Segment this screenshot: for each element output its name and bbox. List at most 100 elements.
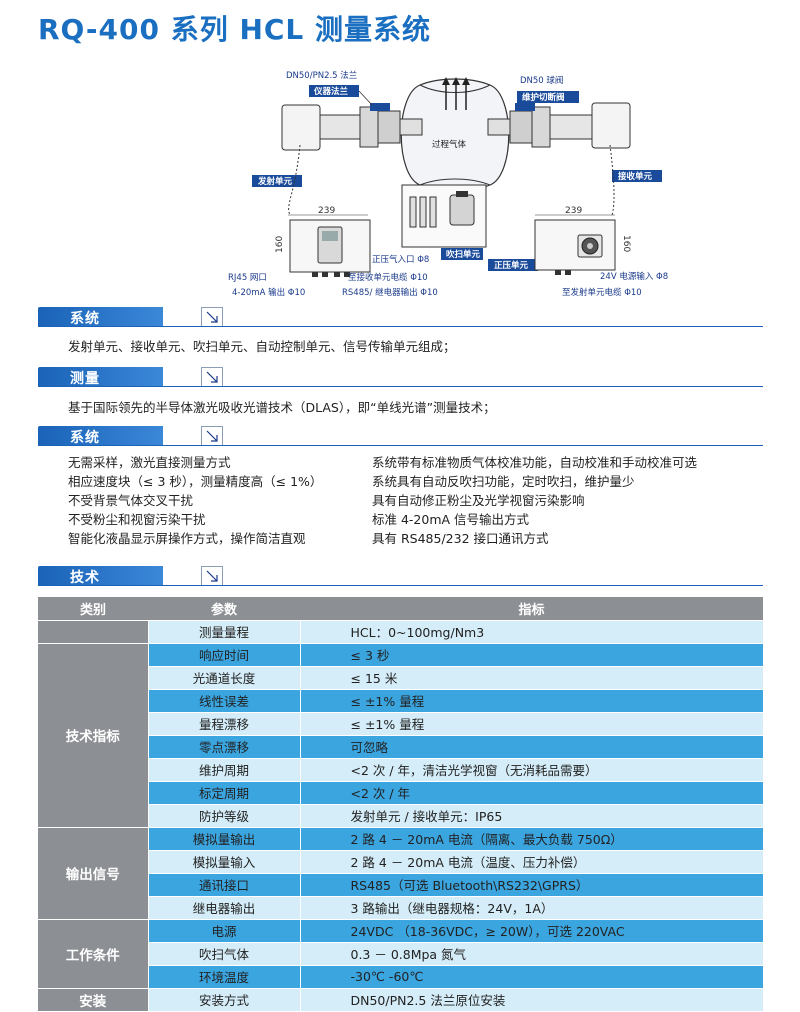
parameter-cell: 电源 bbox=[148, 919, 301, 943]
section-composition-title: 系统组成： bbox=[70, 311, 100, 367]
emitter-tag: 发射单元 bbox=[257, 176, 293, 187]
feature-item: 智能化液晶显示屏操作方式，操作简洁直观 bbox=[68, 531, 306, 546]
flange-label: DN50/PN2.5 法兰 bbox=[286, 70, 357, 81]
parameter-cell: 线性误差 bbox=[148, 689, 301, 713]
table-row: 环境温度-30℃ -60℃ bbox=[38, 965, 763, 989]
pressure-tag: 正压单元 bbox=[494, 260, 529, 271]
header-value: 指标 bbox=[300, 597, 763, 621]
feature-item: 系统带有标准物质气体校准功能，自动校准和手动校准可选 bbox=[372, 455, 698, 470]
purge-unit bbox=[401, 184, 487, 248]
dim-height-right: 160 bbox=[621, 235, 631, 252]
parameter-cell: 标定周期 bbox=[148, 781, 301, 805]
flange-tag: 仪器法兰 bbox=[313, 86, 349, 97]
system-diagram: 过程气体 DN50/PN2.5 法兰 仪器法兰 DN50 球阀 维护切断阀 bbox=[0, 55, 800, 300]
table-row: 维护周期<2 次 / 年，清洁光学视窗（无消耗品需要） bbox=[38, 758, 763, 782]
to-emitter-cable-label: 至发射单元电缆 Φ10 bbox=[562, 287, 642, 298]
header-parameter: 参数 bbox=[148, 597, 300, 621]
header-category: 类别 bbox=[38, 597, 148, 621]
arrow-icon bbox=[201, 307, 223, 327]
to-receiver-cable-label: 至接收单元电缆 Φ10 bbox=[348, 272, 428, 283]
value-cell: -30℃ -60℃ bbox=[300, 965, 763, 989]
value-cell: ≤ ±1% 量程 bbox=[300, 712, 763, 736]
value-cell: <2 次 / 年 bbox=[300, 781, 763, 805]
parameter-cell: 量程漂移 bbox=[148, 712, 301, 736]
category-cell: 输出信号 bbox=[38, 827, 149, 920]
parameter-cell: 模拟量输入 bbox=[148, 850, 301, 874]
feature-item: 具有自动修正粉尘及光学视窗污染影响 bbox=[372, 493, 585, 508]
emitter-head bbox=[281, 103, 423, 151]
value-cell: HCL：0~100mg/Nm3 bbox=[300, 620, 763, 644]
category-cell bbox=[38, 620, 149, 644]
table-row: 防护等级发射单元 / 接收单元：IP65 bbox=[38, 804, 763, 828]
gas-inlet-label: 正压气入口 Φ8 bbox=[372, 254, 429, 265]
value-cell: <2 次 / 年，清洁光学视窗（无消耗品需要） bbox=[300, 758, 763, 782]
dim-width-left: 239 bbox=[318, 206, 335, 216]
arrow-icon bbox=[201, 566, 223, 586]
parameter-cell: 环境温度 bbox=[148, 965, 301, 989]
feature-item: 不受粉尘和视窗污染干扰 bbox=[68, 512, 206, 527]
parameter-cell: 通讯接口 bbox=[148, 873, 301, 897]
parameter-cell: 响应时间 bbox=[148, 643, 301, 667]
purge-tag: 吹扫单元 bbox=[446, 249, 481, 260]
rs485-label: RS485/ 继电器输出 Φ10 bbox=[342, 287, 438, 298]
category-cell: 安装 bbox=[38, 988, 149, 1012]
parameter-cell: 吹扫气体 bbox=[148, 942, 301, 966]
power-in-label: 24V 电源输入 Φ8 bbox=[600, 271, 668, 282]
composition-text: 发射单元、接收单元、吹扫单元、自动控制单元、信号传输单元组成； bbox=[68, 339, 456, 354]
control-box-right: 239 160 bbox=[534, 206, 631, 275]
parameter-cell: 安装方式 bbox=[148, 988, 301, 1012]
control-box-left: 239 160 bbox=[275, 206, 371, 277]
value-cell: 可忽略 bbox=[300, 735, 763, 759]
value-cell: RS485（可选 Bluetooth\RS232\GPRS） bbox=[300, 873, 763, 897]
value-cell: ≤ 15 米 bbox=[300, 666, 763, 690]
value-cell: 发射单元 / 接收单元：IP65 bbox=[300, 804, 763, 828]
page-title: RQ-400 系列 HCL 测量系统 bbox=[38, 13, 432, 46]
table-row: 量程漂移≤ ±1% 量程 bbox=[38, 712, 763, 736]
features-right: 系统带有标准物质气体校准功能，自动校准和手动校准可选 系统具有自动反吹扫功能，定… bbox=[372, 453, 697, 548]
principle-text: 基于国际领先的半导体激光吸收光谱技术（DLAS），即“单线光谱”测量技术； bbox=[68, 400, 496, 415]
table-row: 标定周期<2 次 / 年 bbox=[38, 781, 763, 805]
parameter-cell: 光通道长度 bbox=[148, 666, 301, 690]
receiver-tag: 接收单元 bbox=[618, 171, 653, 182]
value-cell: ≤ 3 秒 bbox=[300, 643, 763, 667]
value-cell: 0.3 － 0.8Mpa 氮气 bbox=[300, 942, 763, 966]
feature-item: 不受背景气体交叉干扰 bbox=[68, 493, 194, 508]
category-cell: 工作条件 bbox=[38, 919, 149, 989]
feature-item: 无需采样，激光直接测量方式 bbox=[68, 455, 231, 470]
parameter-cell: 继电器输出 bbox=[148, 896, 301, 920]
section-principle-title: 测量原理： bbox=[70, 371, 100, 427]
table-row: 零点漂移可忽略 bbox=[38, 735, 763, 759]
table-header-row: 类别 参数 指标 bbox=[38, 597, 763, 621]
feature-item: 标准 4-20mA 信号输出方式 bbox=[372, 512, 530, 527]
section-features-title: 系统特点： bbox=[70, 430, 100, 486]
valve-tag: 维护切断阀 bbox=[522, 92, 565, 103]
feature-item: 具有 RS485/232 接口通讯方式 bbox=[372, 531, 549, 546]
parameter-cell: 模拟量输出 bbox=[148, 827, 301, 851]
table-row: 光通道长度≤ 15 米 bbox=[38, 666, 763, 690]
value-cell: ≤ ±1% 量程 bbox=[300, 689, 763, 713]
arrow-icon bbox=[201, 426, 223, 446]
arrow-icon bbox=[201, 367, 223, 387]
table-row: 线性误差≤ ±1% 量程 bbox=[38, 689, 763, 713]
process-gas-label: 过程气体 bbox=[432, 139, 467, 150]
value-cell: 3 路输出（继电器规格：24V，1A） bbox=[300, 896, 763, 920]
receiver-head bbox=[487, 102, 631, 149]
parameter-cell: 测量量程 bbox=[148, 620, 301, 644]
value-cell: 24VDC （18-36VDC，≥ 20W），可选 220VAC bbox=[300, 919, 763, 943]
dim-height-left: 160 bbox=[275, 236, 285, 253]
feature-item: 相应速度块（≤ 3 秒），测量精度高（≤ 1%） bbox=[68, 474, 323, 489]
parameter-cell: 维护周期 bbox=[148, 758, 301, 782]
valve-label: DN50 球阀 bbox=[520, 75, 563, 86]
features-left: 无需采样，激光直接测量方式 相应速度块（≤ 3 秒），测量精度高（≤ 1%） 不… bbox=[68, 453, 322, 548]
value-cell: 2 路 4 － 20mA 电流（温度、压力补偿） bbox=[300, 850, 763, 874]
parameter-cell: 防护等级 bbox=[148, 804, 301, 828]
